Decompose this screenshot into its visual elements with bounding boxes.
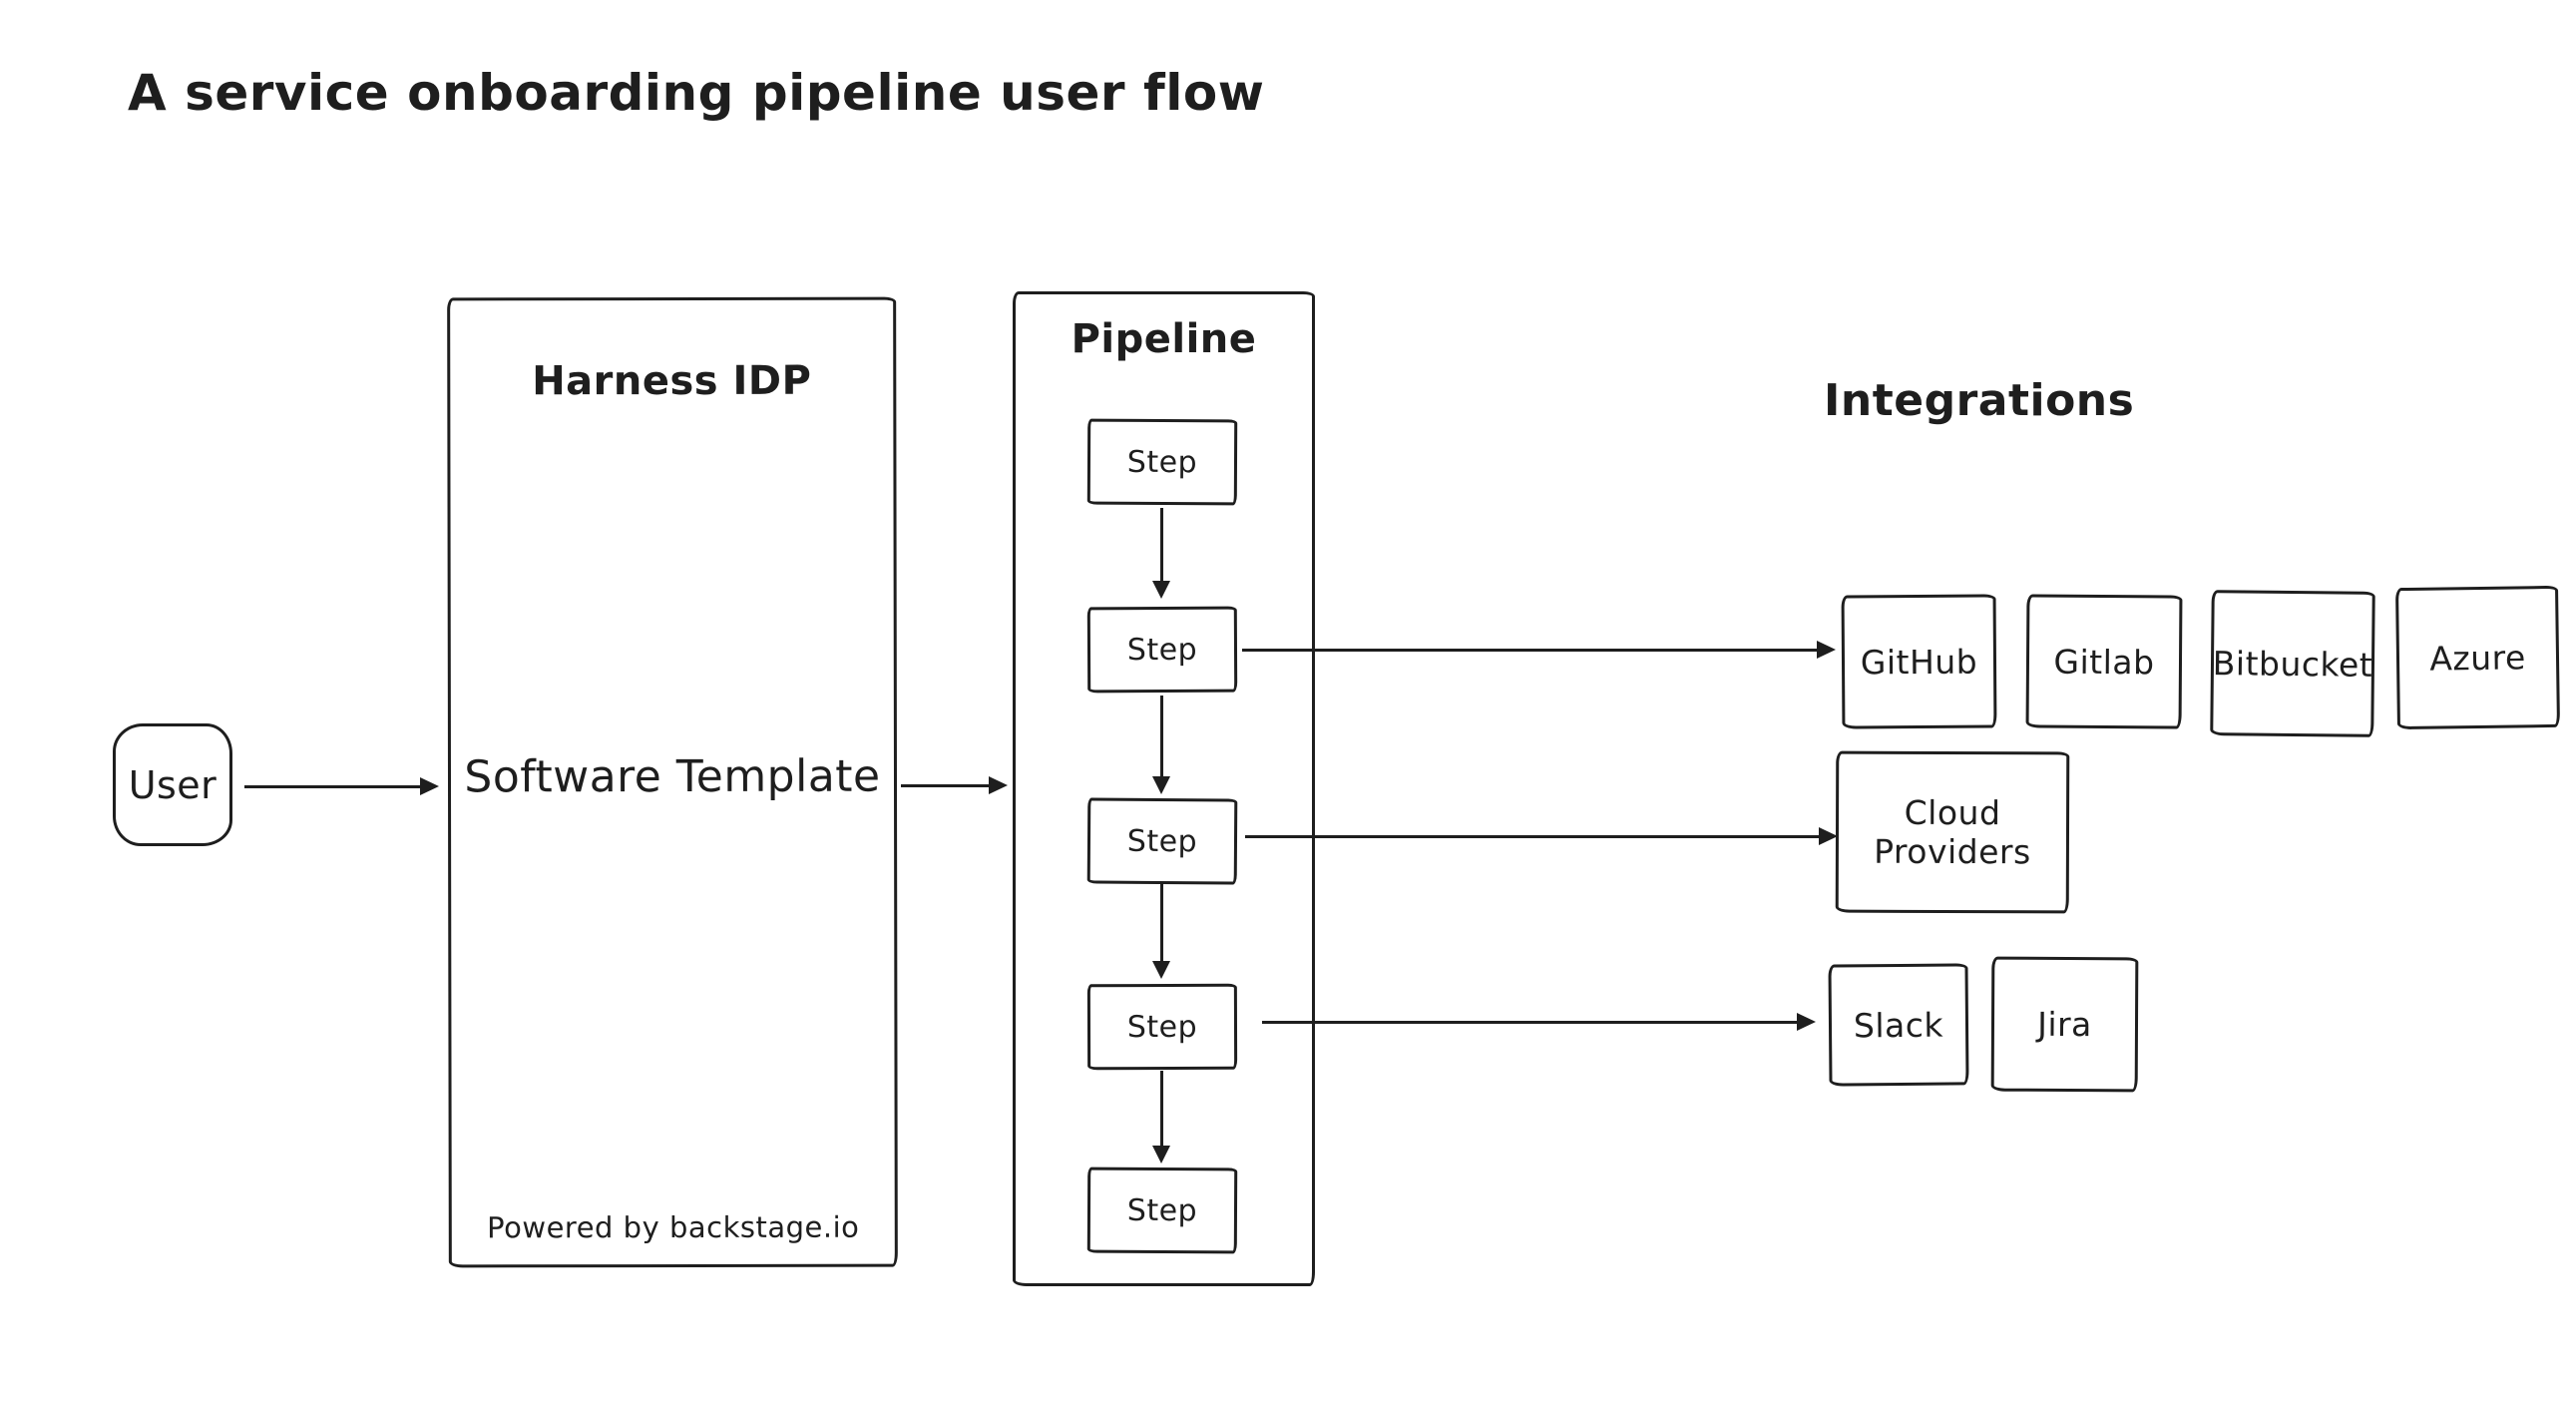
harness-idp-title: Harness IDP (532, 357, 812, 405)
arrow-template-to-pipeline (901, 776, 1008, 794)
powered-by-backstage-label: Powered by backstage.io (487, 1209, 860, 1245)
pipeline-step-1: Step (1086, 418, 1238, 506)
integration-github-box: GitHub (1841, 594, 1997, 729)
integration-slack-label: Slack (1853, 1005, 1944, 1045)
pipeline-title: Pipeline (1071, 316, 1257, 362)
integration-bitbucket-label: Bitbucket (2212, 643, 2373, 685)
integration-azure-box: Azure (2395, 585, 2560, 730)
pipeline-step-4: Step (1086, 983, 1238, 1071)
pipeline-step-1-label: Step (1126, 444, 1198, 480)
pipeline-step-5: Step (1086, 1167, 1238, 1254)
pipeline-step-2-label: Step (1126, 632, 1198, 668)
integration-azure-label: Azure (2428, 637, 2527, 679)
integration-cloud-providers-label: Cloud Providers (1874, 792, 2031, 872)
harness-idp-box: Harness IDP Software Template Powered by… (447, 296, 898, 1268)
arrow-step2-to-github (1242, 641, 1836, 659)
user-node: User (113, 723, 232, 846)
integration-gitlab-box: Gitlab (2025, 594, 2183, 729)
diagram-title: A service onboarding pipeline user flow (128, 64, 1265, 122)
integration-jira-label: Jira (2037, 1004, 2092, 1045)
integration-github-label: GitHub (1860, 642, 1978, 682)
pipeline-box: Pipeline Step Step Step Step Step (1013, 291, 1315, 1286)
integrations-heading: Integrations (1824, 375, 2135, 426)
user-node-label: User (128, 762, 217, 807)
arrow-step4-to-slack (1262, 1013, 1816, 1031)
integration-slack-box: Slack (1828, 963, 1969, 1087)
software-template-label: Software Template (464, 750, 881, 803)
arrow-step4-to-step5 (1152, 1071, 1170, 1164)
integration-bitbucket-box: Bitbucket (2210, 590, 2375, 737)
integration-gitlab-label: Gitlab (2053, 642, 2155, 682)
integration-jira-box: Jira (1990, 956, 2139, 1093)
integration-cloud-providers-box: Cloud Providers (1835, 750, 2070, 914)
pipeline-step-3: Step (1086, 797, 1238, 885)
arrow-step1-to-step2 (1152, 508, 1170, 599)
pipeline-step-3-label: Step (1126, 823, 1198, 859)
arrow-user-to-template (244, 777, 439, 795)
pipeline-step-4-label: Step (1126, 1009, 1198, 1045)
arrow-step3-to-cloud-providers (1245, 827, 1838, 845)
pipeline-step-5-label: Step (1126, 1192, 1198, 1228)
arrow-step2-to-step3 (1152, 696, 1170, 794)
arrow-step3-to-step4 (1152, 884, 1170, 979)
pipeline-step-2: Step (1086, 606, 1238, 694)
